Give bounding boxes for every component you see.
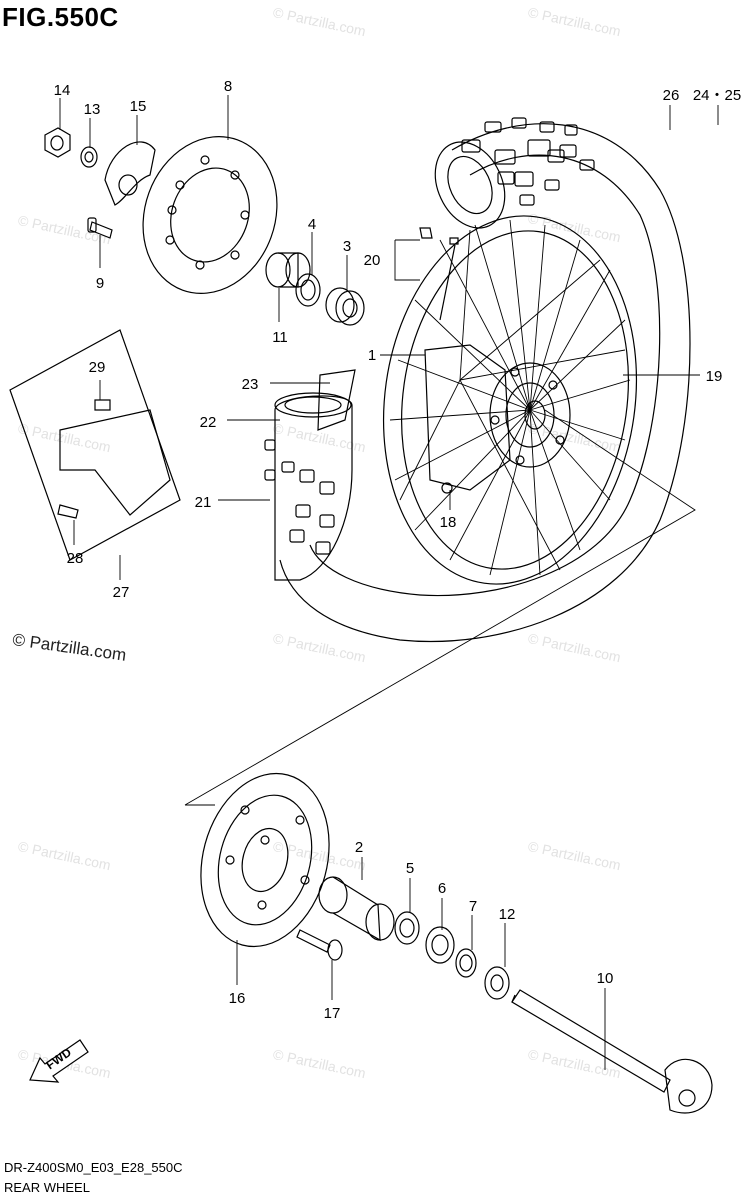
chain-adjuster bbox=[104, 141, 156, 206]
callout-16: 16 bbox=[229, 990, 246, 1007]
callout-15: 15 bbox=[130, 98, 147, 115]
callout-9: 9 bbox=[96, 275, 104, 292]
callout-23: 23 bbox=[242, 376, 259, 393]
hub-spacer bbox=[318, 876, 395, 942]
callout-11: 11 bbox=[272, 329, 288, 346]
callout-12: 12 bbox=[499, 906, 516, 923]
rear-axle bbox=[511, 989, 713, 1114]
tube-and-rim-band bbox=[264, 369, 356, 581]
callout-27: 27 bbox=[113, 584, 130, 601]
spokes bbox=[389, 219, 631, 576]
hub-bearings bbox=[265, 252, 365, 326]
callout-6: 6 bbox=[438, 880, 446, 897]
sprocket-bolt bbox=[296, 929, 343, 961]
callout-7: 7 bbox=[469, 898, 477, 915]
valve-parts bbox=[419, 227, 459, 321]
brake-disc bbox=[142, 136, 278, 294]
callout-17: 17 bbox=[324, 1005, 341, 1022]
figure-title: FIG.550C bbox=[2, 2, 119, 32]
axle-nut-and-washer bbox=[44, 127, 98, 168]
figure-code: DR-Z400SM0_E03_E28_550C bbox=[4, 1160, 183, 1175]
callout-21: 21 bbox=[195, 494, 212, 511]
callout-20: 20 bbox=[364, 252, 381, 269]
callout-5: 5 bbox=[406, 860, 414, 877]
figure-name: REAR WHEEL bbox=[4, 1180, 90, 1195]
callout-22: 22 bbox=[200, 414, 217, 431]
callout-26: 26 bbox=[663, 87, 680, 104]
callout-3: 3 bbox=[343, 238, 351, 255]
wheel-hub bbox=[424, 344, 571, 494]
callout-29: 29 bbox=[89, 359, 106, 376]
callout-28: 28 bbox=[67, 550, 84, 567]
rear-tire bbox=[279, 117, 691, 643]
callout-18: 18 bbox=[440, 514, 457, 531]
callout-14: 14 bbox=[54, 82, 71, 99]
callout-1: 1 bbox=[368, 347, 376, 364]
callout-2: 2 bbox=[355, 839, 363, 856]
fwd-arrow-icon bbox=[29, 1039, 89, 1083]
callout-24-25: 24・25 bbox=[693, 87, 741, 104]
chain-guard-box bbox=[9, 329, 181, 561]
callout-8: 8 bbox=[224, 78, 232, 95]
callout-13: 13 bbox=[84, 101, 101, 118]
callout-4: 4 bbox=[308, 216, 316, 233]
rear-sprocket bbox=[200, 772, 330, 948]
bearing-and-seal-set bbox=[394, 911, 510, 1000]
callout-10: 10 bbox=[597, 970, 614, 987]
leader-lines bbox=[59, 95, 719, 1070]
callout-19: 19 bbox=[706, 368, 723, 385]
bolt bbox=[87, 217, 113, 239]
